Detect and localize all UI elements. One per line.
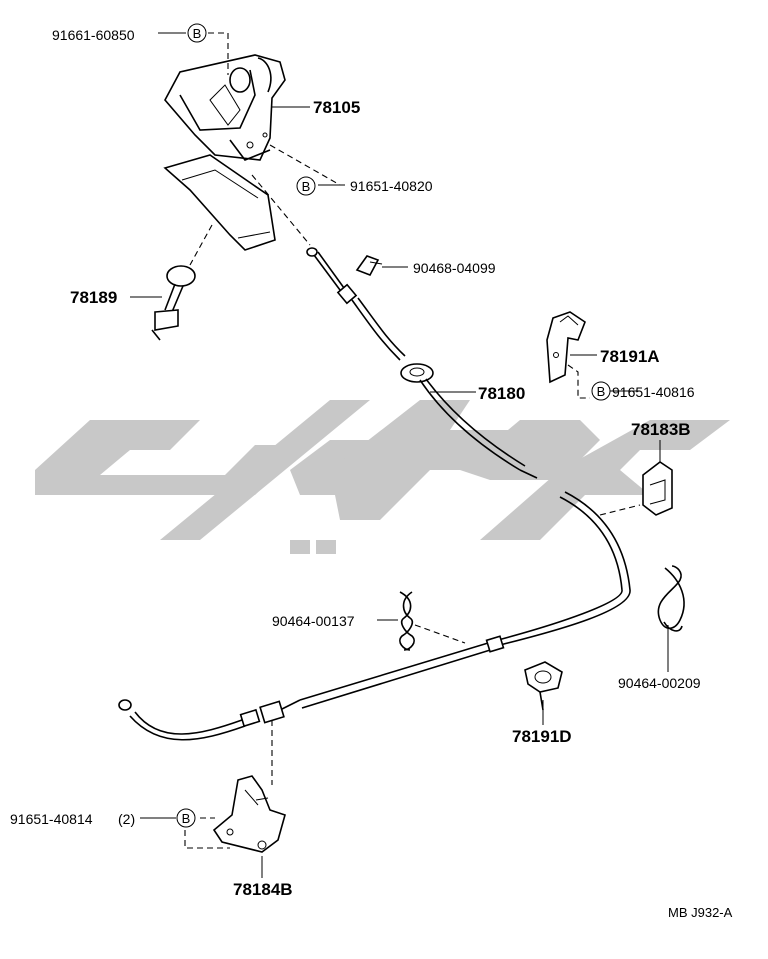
label-78189: 78189 (70, 288, 117, 307)
label-78191A: 78191A (600, 347, 660, 366)
bolt-marker-3: B (591, 381, 611, 401)
label-78184B: 78184B (233, 880, 293, 899)
label-78191D: 78191D (512, 727, 572, 746)
label-90464-00137: 90464-00137 (272, 613, 355, 629)
svg-text:B: B (302, 179, 311, 194)
label-90468-04099: 90468-04099 (413, 260, 496, 276)
clip-90464-00137 (399, 591, 415, 651)
holder-78183B (642, 461, 673, 516)
svg-text:B: B (597, 384, 606, 399)
diagram-reference: MB J932-A (668, 905, 733, 920)
bracket-78191A (546, 311, 586, 384)
bolt-marker-4: B (176, 808, 196, 828)
label-78180: 78180 (478, 384, 525, 403)
label-91651-40820: 91651-40820 (350, 178, 433, 194)
knob-78189 (151, 265, 196, 341)
svg-text:B: B (182, 811, 191, 826)
watermark-logo (35, 400, 730, 554)
label-91661-60850: 91661-60850 (52, 27, 135, 43)
clip-90464-00209 (657, 565, 685, 632)
cable-78180-upper (306, 247, 538, 479)
cover-plate (163, 154, 276, 251)
bracket-78184B (212, 775, 286, 853)
label-90464-00209: 90464-00209 (618, 675, 701, 691)
label-78105: 78105 (313, 98, 360, 117)
bolt-marker-1: B (187, 23, 207, 43)
leader-lines (130, 32, 669, 878)
cable-lower (118, 491, 631, 741)
svg-text:B: B (193, 26, 202, 41)
shifter-bracket-78105 (164, 54, 286, 161)
label-91651-40814: 91651-40814 (10, 811, 93, 827)
label-qty-2: (2) (118, 811, 135, 827)
label-78183B: 78183B (631, 420, 691, 439)
clip-90468-04099 (355, 255, 383, 277)
bolt-marker-2: B (296, 176, 316, 196)
label-91651-40816: 91651-40816 (612, 384, 695, 400)
